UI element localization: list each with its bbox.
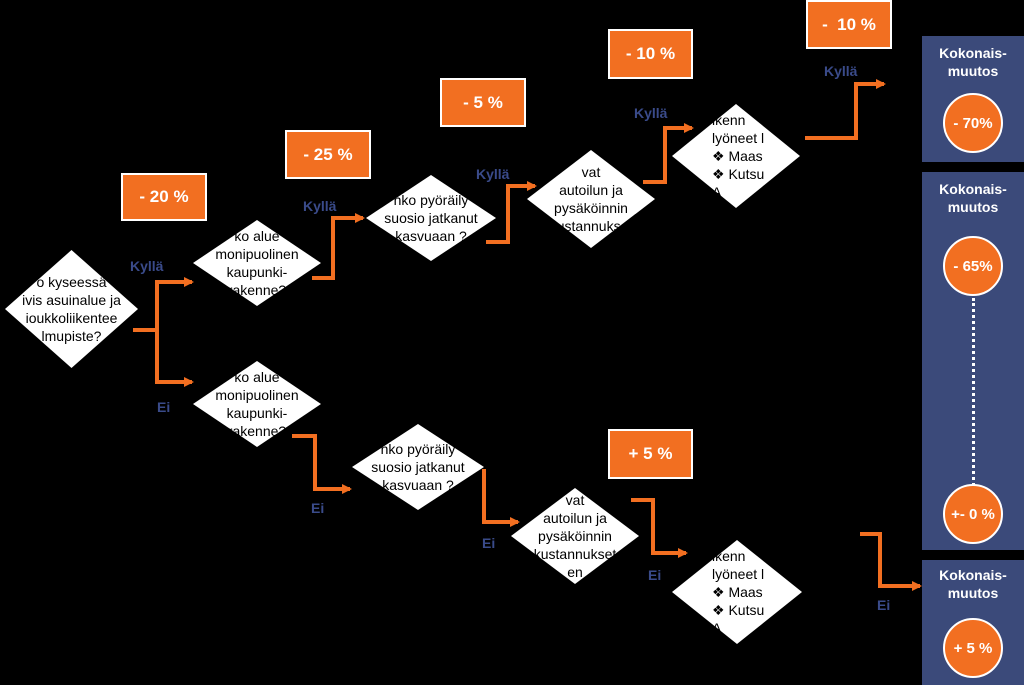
diamond-text-line: ikenn	[712, 548, 746, 564]
label-yes-3: Kyllä	[476, 166, 510, 182]
diamond-text-line: nko pyöräily	[393, 192, 469, 208]
dotted-range-line	[972, 298, 975, 486]
diamond-text-line: lmupiste?	[41, 328, 102, 344]
diamond-text-line: autoilun ja	[543, 510, 607, 526]
diamond-text-line: ioukkoliikentee	[25, 310, 118, 326]
arrow-d6-no	[292, 434, 352, 494]
diamond-text-line: kustannukset	[549, 218, 633, 234]
diamond-text-line: A	[712, 620, 722, 636]
arrow-d4-yes	[643, 123, 694, 184]
diamond-text-line: kasvuaan ?	[382, 477, 454, 493]
percent-box-1: - 20 %	[121, 173, 207, 221]
diamond-text-line: ikenn	[712, 112, 746, 128]
diamond-text-line: ivis asuinalue ja	[22, 292, 121, 308]
label-no-4: Ei	[648, 567, 662, 583]
diamond-shape	[5, 250, 138, 368]
diamond-text-line: suosio jatkanut	[371, 459, 465, 475]
diamond-text-line: suosio jatkanut	[384, 210, 478, 226]
label-yes-5: Kyllä	[824, 63, 858, 79]
diamond-text-line: kaupunki-	[226, 264, 288, 280]
diamond-text-line: kustannukset	[533, 546, 617, 562]
label-yes-4: Kyllä	[634, 105, 668, 121]
arrow-d7-no	[482, 469, 520, 527]
diamond-shape	[193, 220, 321, 306]
decision-diamond-8: vat autoilun ja pysäköinnin kustannukset…	[511, 488, 639, 584]
diamond-text-line: ko alue	[234, 228, 280, 244]
diamond-text-line: vat	[565, 492, 585, 508]
diamond-text-line: rakenne?	[227, 282, 287, 298]
decision-diamond-6: ko alue monipuolinen kaupunki- rakenne?	[193, 361, 321, 447]
total-change-panel-2: Kokonais- muutos - 65% +- 0 %	[922, 172, 1024, 550]
arrow-d1-yes	[133, 277, 194, 332]
diamond-text-line: kasvuaan ?	[395, 228, 467, 244]
total-change-circle: + 5 %	[943, 618, 1003, 678]
arrow-d5-yes	[805, 79, 886, 140]
total-change-circle-top: - 65%	[943, 236, 1003, 296]
total-change-circle-bottom: +- 0 %	[943, 484, 1003, 544]
diamond-text-line: nko pyöräily	[380, 441, 456, 457]
label-yes-2: Kyllä	[303, 198, 337, 214]
diamond-shape	[352, 424, 484, 510]
arrow-d2-yes	[312, 213, 365, 280]
arrow-d9-no	[860, 532, 922, 591]
diamond-text-line: ❖ Kutsu	[712, 602, 765, 618]
diamond-text-line: A	[712, 184, 722, 200]
diamond-text-line: ❖ Kutsu	[712, 166, 765, 182]
diamond-text-line: rakenne?	[227, 423, 287, 439]
label-no-5: Ei	[877, 597, 891, 613]
diamond-text-line: monipuolinen	[215, 246, 299, 262]
diamond-shape	[366, 175, 496, 261]
arrow-d1-no	[155, 330, 194, 387]
total-change-panel-3: Kokonais- muutos + 5 %	[922, 560, 1024, 685]
decision-diamond-3: nko pyöräily suosio jatkanut kasvuaan ?	[366, 175, 496, 261]
panel-heading: Kokonais- muutos	[939, 567, 1007, 601]
decision-diamond-4: vat autoilun ja pysäköinnin kustannukset	[527, 150, 655, 248]
diamond-shape	[511, 488, 639, 584]
diamond-text-line: kaupunki-	[226, 405, 288, 421]
label-no-1: Ei	[157, 399, 171, 415]
percent-box-4: - 10 %	[608, 29, 693, 79]
diamond-text-line: lyöneet l	[712, 566, 765, 582]
percent-box-3: - 5 %	[440, 78, 526, 127]
diamond-text-line: ❖ Maas	[712, 148, 763, 164]
diamond-shape	[527, 150, 655, 248]
label-no-2: Ei	[311, 500, 325, 516]
diamond-text-line: ❖ Maas	[712, 584, 763, 600]
diamond-text-line: pysäköinnin	[538, 528, 612, 544]
percent-box-2: - 25 %	[285, 130, 371, 179]
diamond-text-line: pysäköinnin	[554, 200, 628, 216]
arrow-d8-no	[631, 498, 688, 558]
label-no-3: Ei	[482, 535, 496, 551]
diamond-shape	[672, 540, 802, 644]
label-yes-1: Kyllä	[130, 258, 164, 274]
panel-heading: Kokonais- muutos	[939, 45, 1007, 79]
decision-diamond-2: ko alue monipuolinen kaupunki- rakenne?	[193, 220, 321, 306]
decision-diamond-9: ikenn lyöneet l ❖ Maas ❖ Kutsu A	[672, 540, 802, 644]
diamond-text-line: en	[567, 564, 583, 580]
total-change-panel-1: Kokonais- muutos - 70%	[922, 36, 1024, 162]
diamond-text-line: o kyseessä	[36, 274, 107, 290]
diamond-text-line: autoilun ja	[559, 182, 623, 198]
diamond-shape	[193, 361, 321, 447]
decision-diamond-7: nko pyöräily suosio jatkanut kasvuaan ?	[352, 424, 484, 510]
diamond-text-line: lyöneet l	[712, 130, 765, 146]
percent-box-6: + 5 %	[608, 429, 693, 479]
arrow-d3-yes	[486, 181, 537, 244]
percent-box-5: - 10 %	[806, 0, 892, 49]
panel-heading: Kokonais- muutos	[939, 181, 1007, 215]
diamond-text-line: vat	[581, 164, 601, 180]
decision-diamond-1: o kyseessä ivis asuinalue ja ioukkoliike…	[5, 250, 138, 368]
diamond-text-line: monipuolinen	[215, 387, 299, 403]
total-change-circle: - 70%	[943, 93, 1003, 153]
decision-diamond-5: ikenn lyöneet l ❖ Maas ❖ Kutsu A	[672, 104, 800, 208]
diamond-shape	[672, 104, 800, 208]
diamond-text-line: ko alue	[234, 369, 280, 385]
